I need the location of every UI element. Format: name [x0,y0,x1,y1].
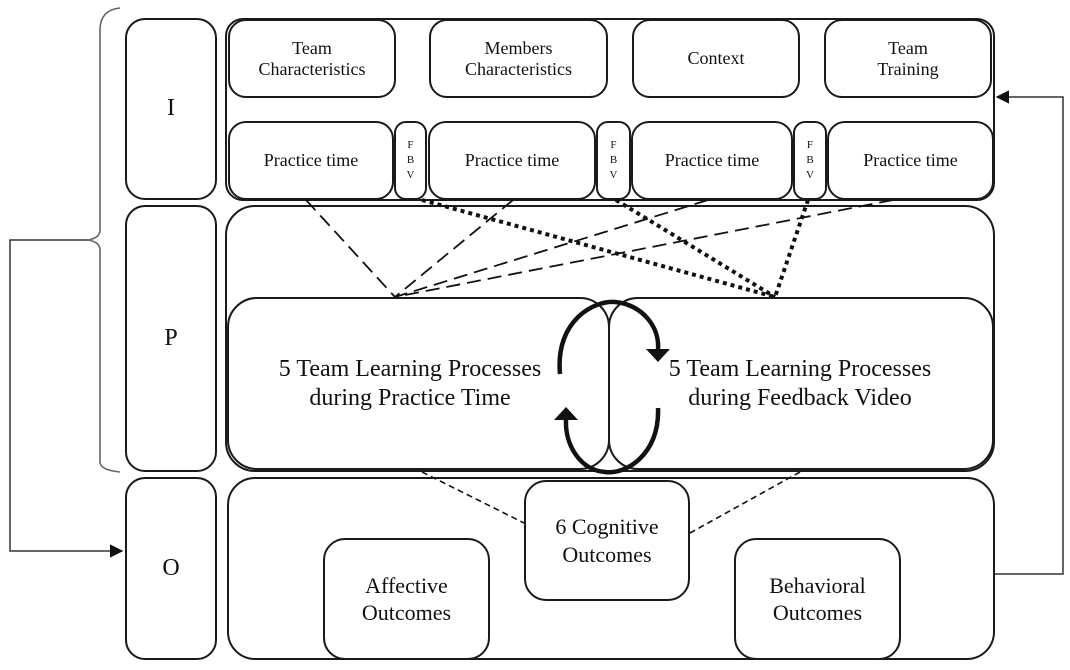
affective-outcomes-box [323,538,490,660]
practice-time-label-4: Practice time [863,150,958,171]
stage-input-box [125,18,217,200]
team-training-box [824,19,992,98]
practice-time-label-2: Practice time [464,150,560,171]
feedback-loop-arrow [995,90,1064,575]
practice-processes-label: 5 Team Learning Processes during Practic… [278,355,542,411]
practice-time-label-3: Practice time [664,150,760,171]
behavioral-outcomes-label: Behavioral Outcomes [769,572,866,626]
stage-output-box [125,477,217,660]
fbv-label-1: F B V [406,139,415,181]
ip-to-output-arrow [9,239,124,558]
practice-time-box-2 [428,121,596,200]
affective-outcomes-label: Affective Outcomes [361,572,452,626]
members-characteristics-label: Members Characteristics [465,37,572,79]
practice-time-box-1 [228,121,394,200]
ip-bracket [87,7,121,473]
context-label: Context [687,48,745,69]
fbv-box-2 [596,121,631,200]
stage-process-label: P [164,324,178,351]
fbv-label-3: F B V [806,139,814,181]
practice-processes-box [227,297,610,470]
practice-time-label-1: Practice time [263,150,359,171]
context-box [632,19,800,98]
team-training-label: Team Training [877,37,939,79]
team-characteristics-label: Team Characteristics [258,37,366,79]
feedback-processes-box [608,297,994,470]
stage-process-box [125,205,217,472]
feedback-processes-label: 5 Team Learning Processes during Feedbac… [668,355,932,411]
members-characteristics-box [429,19,608,98]
team-characteristics-box [228,19,396,98]
behavioral-outcomes-box [734,538,901,660]
cognitive-outcomes-label: 6 Cognitive Outcomes [555,514,659,567]
stage-input-label: I [167,95,175,122]
fbv-box-3 [793,121,827,200]
fbv-label-2: F B V [609,139,618,181]
cognitive-outcomes-box [524,480,690,601]
practice-time-box-3 [631,121,793,200]
fbv-box-1 [394,121,427,200]
practice-time-box-4 [827,121,994,200]
stage-output-label: O [162,554,180,581]
